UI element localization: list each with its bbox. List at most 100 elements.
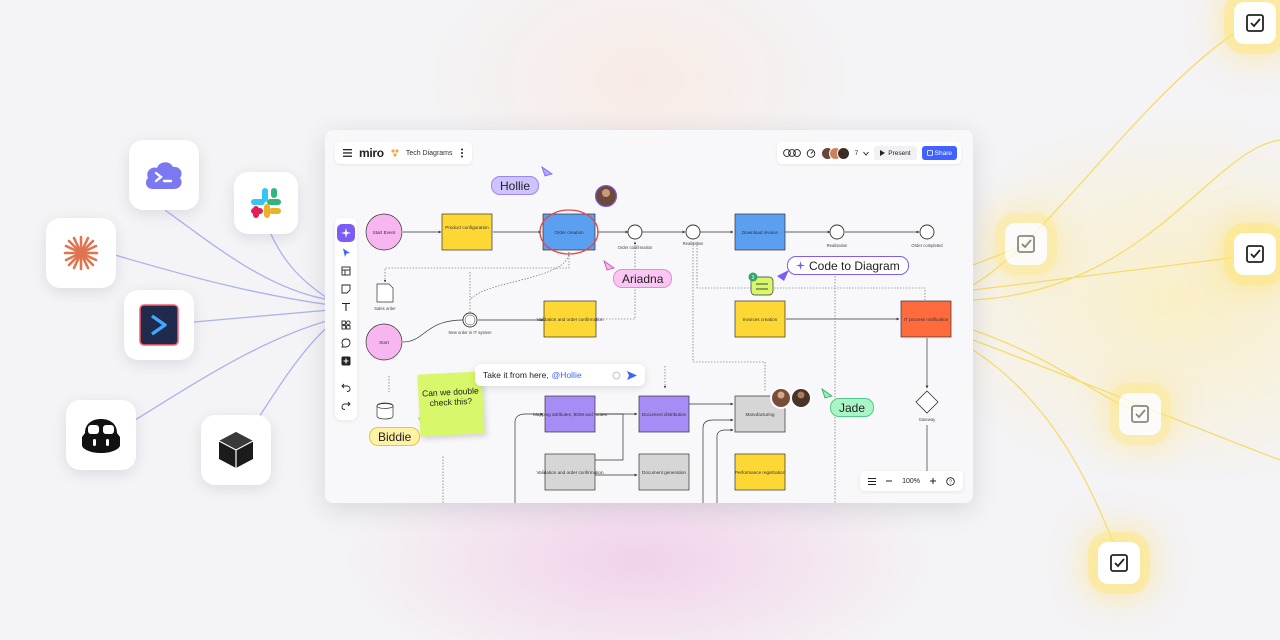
invoices-creation-node[interactable] xyxy=(734,300,786,338)
zoom-out-icon[interactable] xyxy=(885,477,893,485)
svg-text:?: ? xyxy=(949,479,952,485)
document-generation-label: Document generation xyxy=(642,470,686,475)
cursor-tag-jade: Jade xyxy=(830,398,875,417)
cursor-icon xyxy=(342,248,350,257)
text-tool[interactable] xyxy=(339,300,353,314)
check-tile xyxy=(1234,2,1276,44)
board-icon xyxy=(391,149,399,157)
redo-button[interactable] xyxy=(339,398,353,412)
sales-order-document[interactable] xyxy=(376,283,394,303)
sparkle-icon xyxy=(796,261,805,270)
check-icon xyxy=(1131,405,1149,423)
check-tile xyxy=(1005,223,1047,265)
zoom-in-icon[interactable] xyxy=(929,477,937,485)
share-button[interactable]: Share xyxy=(921,146,957,160)
start-node[interactable] xyxy=(365,323,403,361)
reactions-icon[interactable] xyxy=(782,148,801,158)
sticky-note-tool[interactable] xyxy=(339,282,353,296)
check-icon xyxy=(1110,554,1128,572)
check-icon xyxy=(1017,235,1035,253)
copilot-app-tile[interactable] xyxy=(66,400,136,470)
share-icon xyxy=(926,150,933,156)
check-tile xyxy=(1119,393,1161,435)
cube-icon xyxy=(218,432,254,468)
check-icon xyxy=(1246,14,1264,32)
terminal-cloud-icon xyxy=(145,162,182,189)
realisation-label-2: Realisation xyxy=(827,243,848,248)
realisation-event-1[interactable] xyxy=(685,224,701,240)
help-icon[interactable]: ? xyxy=(946,476,955,486)
start-event-node[interactable] xyxy=(365,213,403,251)
present-button[interactable]: Present xyxy=(874,146,917,160)
diagram-canvas[interactable]: Start Event Product configuration Order … xyxy=(325,130,973,503)
cursor-name: Hollie xyxy=(500,178,531,193)
check-tile xyxy=(1098,542,1140,584)
comment-input[interactable]: Take it from here, @Hollie xyxy=(475,364,645,386)
start-event-label: Start Event xyxy=(373,230,396,235)
svg-text:Product configuration: Product configuration xyxy=(445,225,489,230)
terminal-cloud-app-tile[interactable] xyxy=(129,140,199,210)
terminal-chevron-app-tile[interactable] xyxy=(124,290,194,360)
order-confirmation-event[interactable] xyxy=(627,224,643,240)
redo-icon xyxy=(341,401,351,410)
list-icon[interactable] xyxy=(868,477,877,485)
mapping-attributes-node[interactable] xyxy=(544,395,596,433)
chevron-down-icon[interactable] xyxy=(863,151,870,156)
manufacturing-label: Manufacturing xyxy=(745,412,775,417)
performance-registration-node[interactable] xyxy=(734,453,786,491)
more-options-icon[interactable] xyxy=(460,148,464,158)
document-distribution-label: Document distribution xyxy=(642,412,687,417)
comment-count-badge xyxy=(748,272,758,282)
comment-tool[interactable] xyxy=(339,336,353,350)
it-process-notification-label: IT process notification xyxy=(904,317,949,322)
board-name[interactable]: Tech Diagrams xyxy=(405,149,453,157)
slack-app-tile[interactable] xyxy=(234,172,298,234)
shapes-tool[interactable] xyxy=(339,318,353,332)
collaborator-avatars[interactable] xyxy=(820,146,850,160)
mapping-attributes-label: Mapping attributes, BOM and routes xyxy=(533,412,607,417)
cursor-tag-biddie: Biddie xyxy=(369,427,421,446)
download-invoice-node[interactable] xyxy=(734,213,786,251)
validation-confirmation-node[interactable] xyxy=(543,300,597,338)
gateway-node[interactable] xyxy=(915,390,939,414)
menu-icon[interactable] xyxy=(343,149,352,157)
zoom-level[interactable]: 100% xyxy=(902,477,920,485)
validation-confirmation-2-label: Validation and order confirmation xyxy=(536,470,604,475)
board-actions-bar: 7 Present Share xyxy=(776,142,961,164)
add-tool[interactable] xyxy=(339,354,353,368)
undo-button[interactable] xyxy=(339,380,353,394)
check-icon xyxy=(1246,245,1264,263)
invoices-creation-label: Invoices creation xyxy=(743,317,778,322)
validation-confirmation-label: Validation and order confirmation xyxy=(536,317,604,322)
frames-tool[interactable] xyxy=(339,264,353,278)
it-process-notification-node[interactable] xyxy=(900,300,952,338)
timer-icon[interactable] xyxy=(806,148,816,158)
cursor-arrow-jade xyxy=(821,387,833,399)
order-creation-node[interactable] xyxy=(542,213,596,251)
ai-tag-label: Code to Diagram xyxy=(809,258,900,273)
start-label: Start xyxy=(379,340,389,345)
plus-square-icon xyxy=(341,356,351,366)
cube-app-tile[interactable] xyxy=(201,415,271,485)
present-label: Present xyxy=(888,149,911,157)
send-icon[interactable] xyxy=(627,370,637,380)
realisation-event-2[interactable] xyxy=(829,224,845,240)
order-completed-event[interactable] xyxy=(919,224,935,240)
comment-bubble-icon[interactable] xyxy=(750,276,774,296)
ai-sparkle-button[interactable] xyxy=(337,224,355,242)
ai-tag-code-to-diagram[interactable]: Code to Diagram xyxy=(787,256,909,275)
loading-icon xyxy=(612,371,621,379)
sticky-note-text: Can we double check this? xyxy=(421,385,479,409)
new-order-label: New order in IT system xyxy=(449,330,492,335)
product-configuration-node[interactable] xyxy=(441,213,493,251)
validation-confirmation-2-node[interactable] xyxy=(544,453,596,491)
cursor-name: Ariadna xyxy=(622,271,664,286)
play-icon xyxy=(880,150,886,156)
realisation-label-1: Realisation xyxy=(683,241,704,246)
miro-logo[interactable]: miro xyxy=(359,146,384,160)
document-generation-node[interactable] xyxy=(638,453,690,491)
asterisk-app-tile[interactable] xyxy=(46,218,116,288)
comment-mention: @Hollie xyxy=(551,370,582,380)
document-distribution-node[interactable] xyxy=(638,395,690,433)
select-tool[interactable] xyxy=(339,246,353,260)
